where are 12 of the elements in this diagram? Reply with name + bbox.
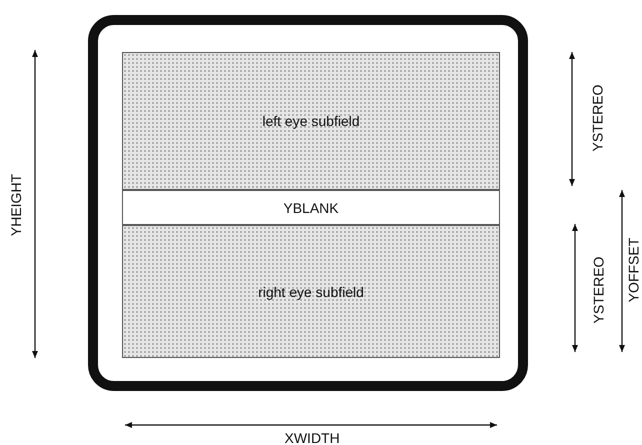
dimension-label: YSTEREO — [588, 84, 605, 152]
panel-label: YBLANK — [283, 200, 339, 216]
dimension-label: YSTEREO — [590, 256, 606, 324]
subfield-panel — [122, 52, 500, 190]
dimension-label: XWIDTH — [284, 430, 340, 445]
dimension-label: YOFFSET — [624, 238, 641, 302]
dimension-label: YHEIGHT — [8, 174, 24, 236]
panel-label: right eye subfield — [258, 284, 364, 300]
subfield-panel — [122, 225, 500, 358]
display-frame — [88, 15, 528, 391]
panel-label: left eye subfield — [262, 113, 360, 129]
blank-band — [122, 190, 500, 225]
